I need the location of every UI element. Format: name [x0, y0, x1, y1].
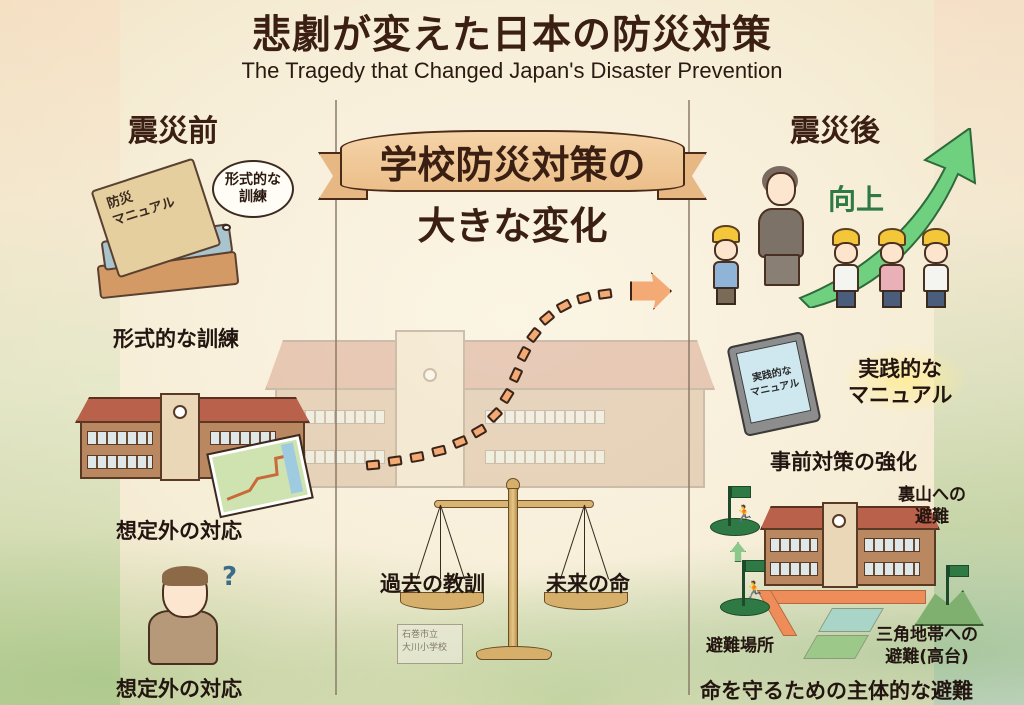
right-column-divider — [688, 100, 690, 695]
after-heading: 震災後 — [790, 114, 880, 149]
back-hill-evac-label: 裏山への 避難 — [898, 485, 966, 527]
highlight-glow — [840, 345, 970, 415]
question-mark-icon: ? — [222, 562, 238, 592]
arrow-head-icon — [630, 272, 672, 310]
scale-left-label: 過去の教訓 — [380, 572, 485, 596]
scale-right-label: 未来の命 — [546, 572, 630, 596]
banner-line1: 学校防災対策の — [340, 130, 685, 192]
after-item-label-proactive-evacuation: 命を守るための主体的な避難 — [700, 679, 973, 703]
before-item-label-unexpected-response-1: 想定外の対応 — [116, 519, 242, 543]
before-item-label-unexpected-response-2: 想定外の対応 — [116, 677, 242, 701]
practical-manual-label: 実践的な マニュアル — [848, 357, 953, 407]
improvement-label: 向上 — [828, 183, 885, 216]
banner-line2: 大きな変化 — [417, 204, 608, 248]
map-icon — [206, 433, 314, 519]
school-sign: 石巻市立 大川小学校 — [397, 624, 463, 664]
evacuation-school-icon — [760, 502, 940, 588]
tablet-manual-icon: 実践的な マニュアル — [726, 330, 822, 438]
thought-bubble: 形式的な 訓練 — [212, 160, 294, 218]
page-subtitle: The Tragedy that Changed Japan's Disaste… — [241, 58, 783, 83]
background-school-illustration — [265, 330, 715, 490]
tablet-screen: 実践的な マニュアル — [735, 340, 812, 424]
center-banner: 学校防災対策の — [318, 130, 707, 200]
thought-dot-icon — [222, 224, 231, 231]
high-ground-evac-label: 三角地帯への 避難(高台) — [876, 625, 978, 667]
shelter-label: 避難場所 — [706, 636, 774, 656]
thought-line2: 訓練 — [239, 189, 267, 205]
after-item-label-advance-measures: 事前対策の強化 — [770, 450, 917, 474]
page-title: 悲劇が変えた日本の防災対策 — [251, 13, 772, 58]
before-item-label-formal-drills: 形式的な訓練 — [113, 327, 239, 351]
before-heading: 震災前 — [128, 114, 218, 149]
thought-line1: 形式的な — [225, 172, 281, 188]
left-column-divider — [335, 100, 337, 695]
